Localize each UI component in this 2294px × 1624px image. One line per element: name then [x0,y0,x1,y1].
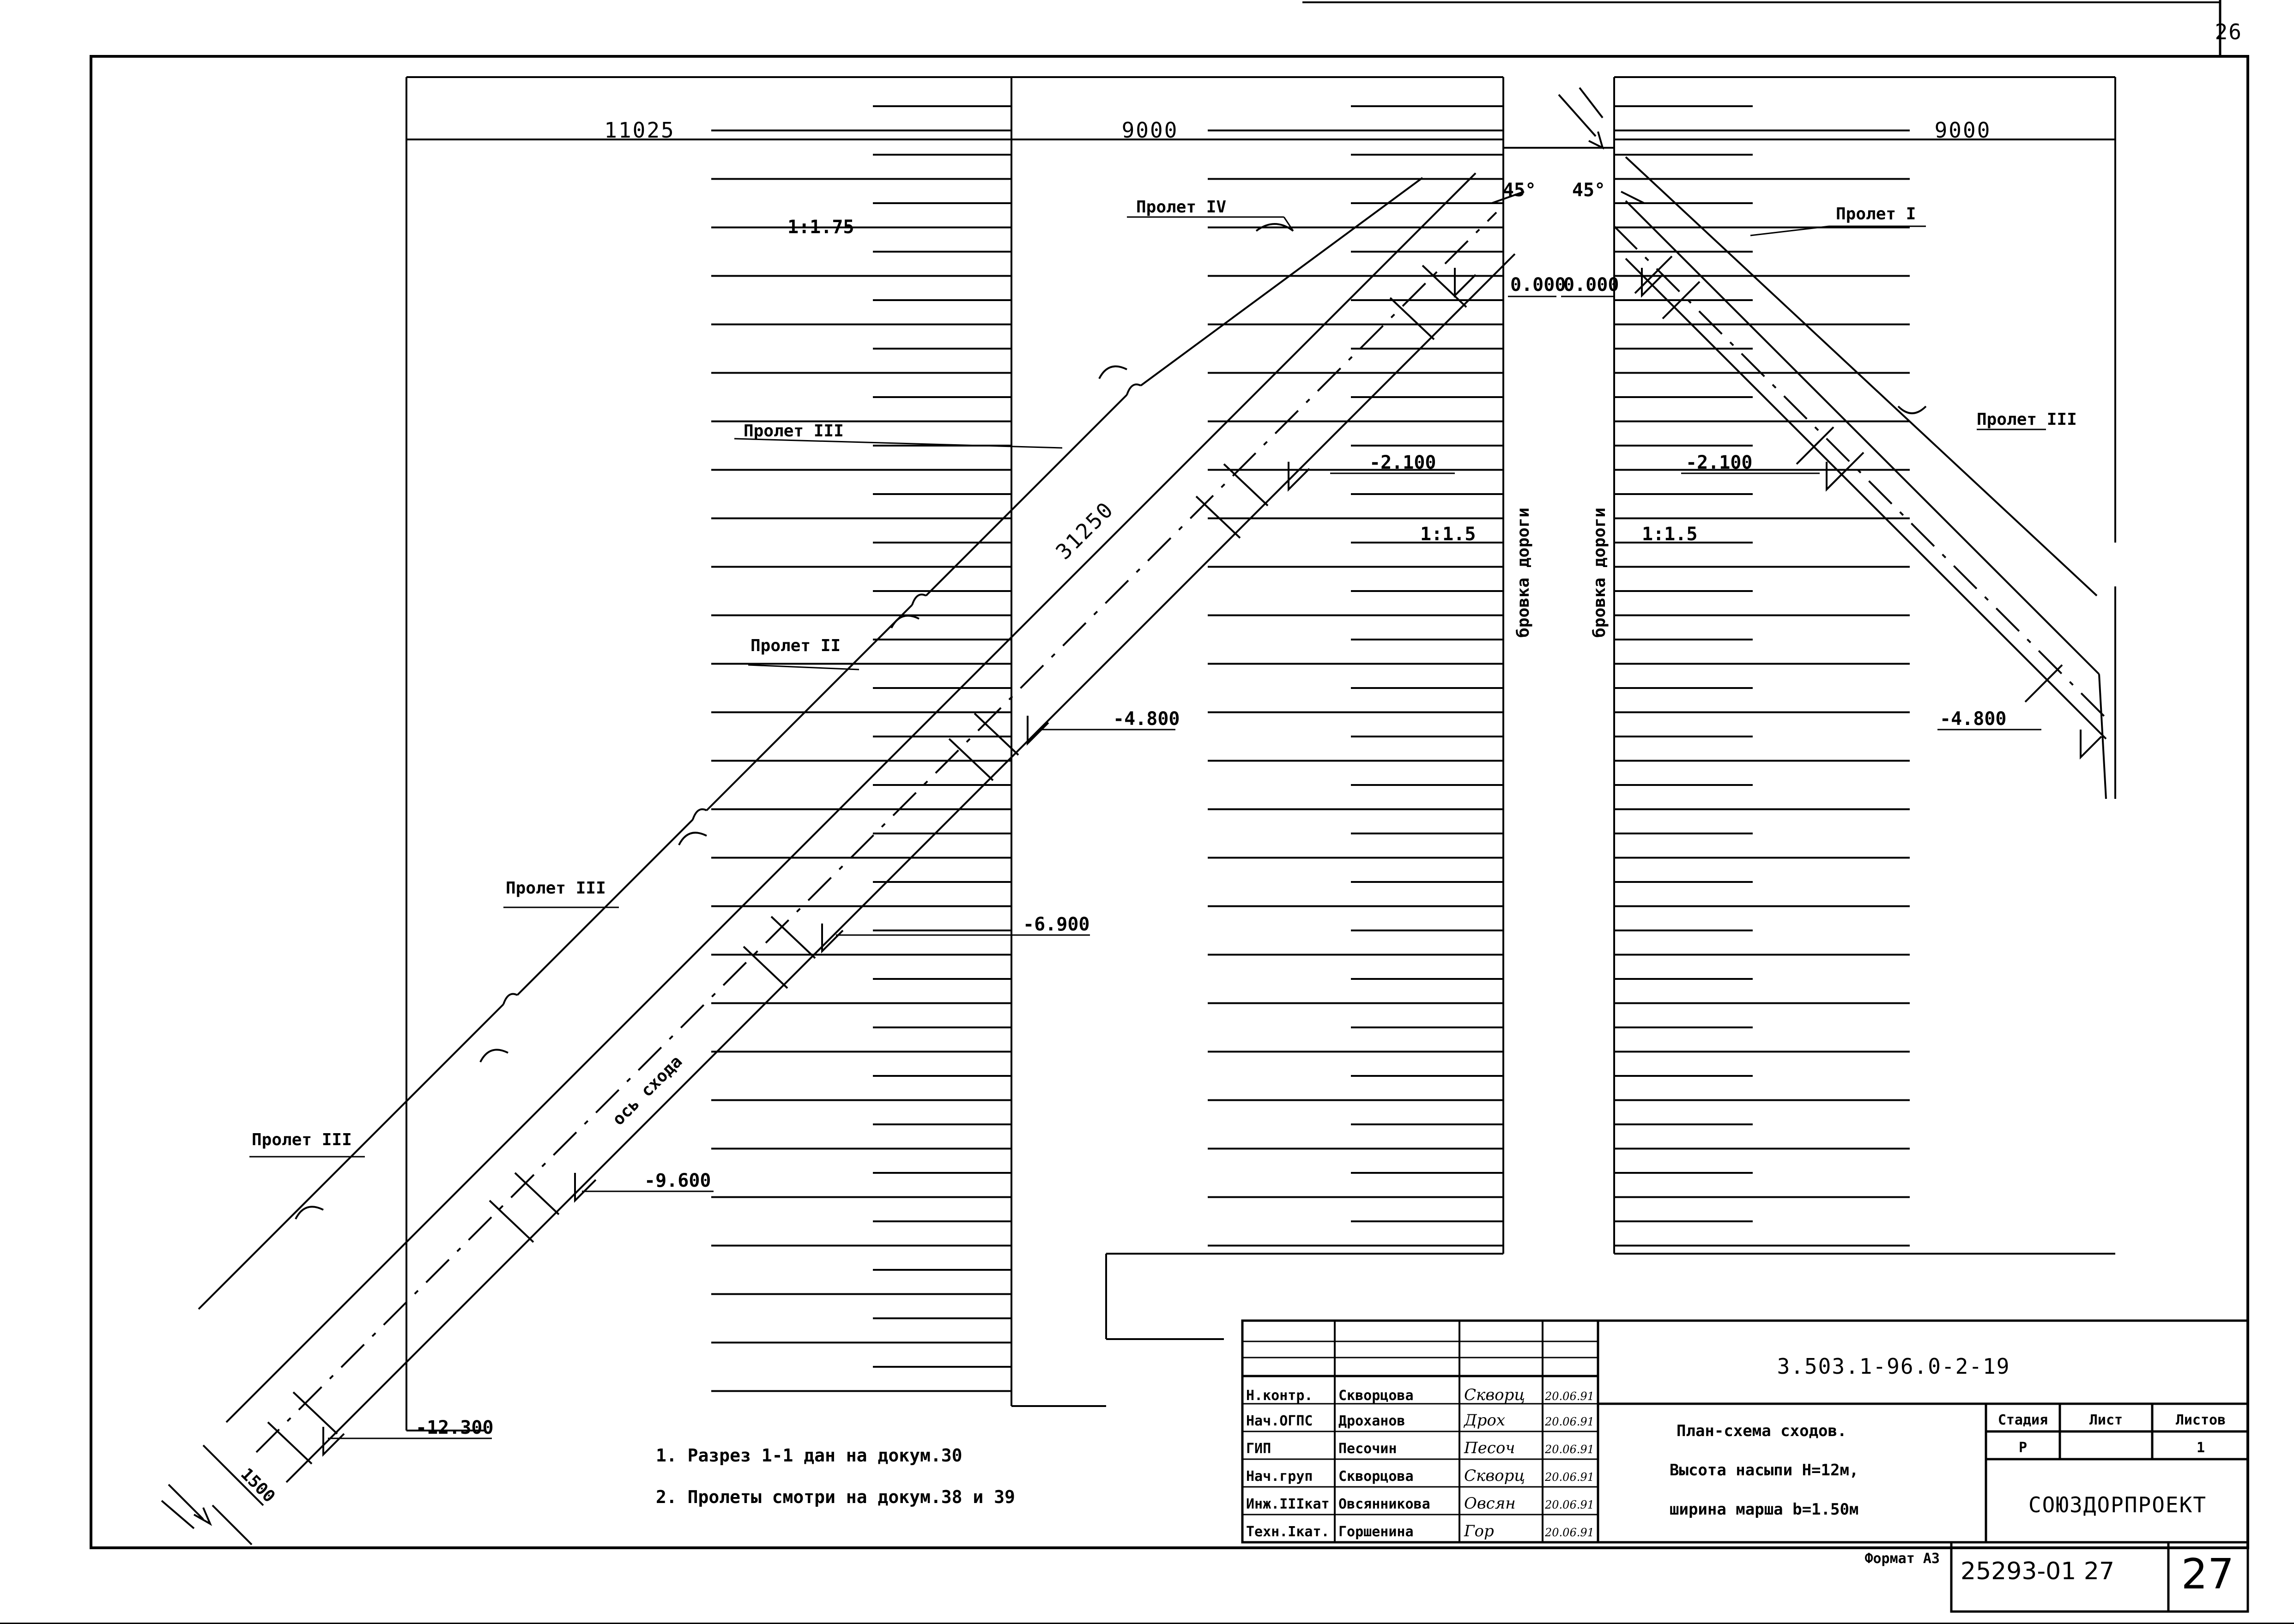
title-line-1: План-схема сходов. [1677,1422,1846,1440]
staff-date: 20.06.91 [1544,1498,1594,1511]
level-flag [574,1173,597,1203]
stair-flight-right [1613,200,2107,799]
level-flag [1826,462,1848,492]
staff-date: 20.06.91 [1544,1415,1594,1428]
span-iii-mid-label: Пролет III [506,879,606,898]
level-flag [1288,462,1310,492]
diag-length: 31250 [1051,496,1119,564]
staff-date: 20.06.91 [1544,1390,1594,1403]
staff-name: Скворцова [1338,1388,1414,1404]
staff-signature: Дрох [1463,1411,1505,1430]
level-r2: -4.800 [1940,708,2007,730]
staff-name: Дроханов [1338,1413,1405,1429]
level-l5: -12.300 [416,1417,494,1438]
level-l3: -6.900 [1023,914,1090,935]
level-l2: -4.800 [1113,708,1180,730]
staff-signature: Гор [1464,1522,1494,1540]
sheet-number-bottom: 27 [2181,1550,2234,1599]
staff-role: Н.контр. [1246,1388,1313,1404]
staff-name: Скворцова [1338,1468,1414,1485]
level-r1: -2.100 [1686,452,1753,473]
note-1: 1. Разрез 1-1 дан на докум.30 [656,1445,962,1466]
level-top-left: 0.000 [1510,274,1566,296]
organization: СОЮЗДОРПРОЕКТ [2028,1492,2207,1517]
staff-name: Овсянникова [1338,1496,1430,1512]
slope-left: 1:1.75 [787,217,854,238]
span-iv-label: Пролет IV [1136,198,1226,217]
staff-name: Горшенина [1338,1524,1414,1540]
level-flag [821,924,844,954]
span-i-label: Пролет I [1836,205,1916,223]
sheets-header: Листов [2176,1412,2226,1428]
span-iii-upper-label: Пролет III [744,422,844,441]
level-top-right: 0.000 [1563,274,1619,296]
staff-date: 20.06.91 [1544,1471,1594,1484]
road-edge-right: бровка дороги [1590,507,1609,638]
staff-role: Инж.IIIкат [1246,1496,1330,1512]
span-ii-label: Пролет II [751,636,841,655]
staff-date: 20.06.91 [1544,1526,1594,1539]
format-label: Формат А3 [1864,1551,1940,1567]
dimension-9000-right: 9000 [1935,118,1991,143]
staff-signature: Песоч [1464,1439,1515,1457]
staff-role: ГИП [1246,1441,1271,1457]
slope-hatching [711,105,1910,1392]
angle-right: 45° [1572,180,1605,201]
axis-label: ось схода [609,1052,686,1129]
sheet-header: Лист [2089,1412,2123,1428]
axis-marker-top [1491,87,1645,204]
staff-signature: Скворц [1464,1386,1525,1404]
span-leaders [249,216,2046,1158]
axis-marker-bottom [161,1484,212,1529]
staff-date: 20.06.91 [1544,1443,1594,1456]
doc-code: 3.503.1-96.0-2-19 [1777,1354,2010,1379]
stage-header: Стадия [1998,1412,2048,1428]
slope-mid-right: 1:1.5 [1642,524,1697,545]
slope-mid-left: 1:1.5 [1420,524,1476,545]
span-braces-right [1625,156,2098,597]
stage-value: Р [2019,1440,2027,1456]
level-flag [1454,268,1477,298]
level-flag [322,1427,345,1457]
level-l4: -9.600 [644,1170,711,1191]
level-leaders [328,296,2041,1439]
level-flag [2080,730,2102,760]
staff-role: Нач.ОГПС [1246,1413,1313,1429]
sheet-number-top: 26 [2215,19,2242,44]
span-braces-left [198,177,1423,1310]
archive-number: 25293-01 27 [1961,1558,2114,1585]
road-edge-left: бровка дороги [1514,507,1533,638]
span-iii-lower-label: Пролет III [252,1130,352,1149]
dimension-9000-middle: 9000 [1122,118,1179,143]
note-2: 2. Пролеты смотри на докум.38 и 39 [656,1487,1015,1507]
title-line-3: ширина марша b=1.50м [1670,1500,1858,1519]
staff-name: Песочин [1338,1441,1397,1457]
span-iii-right-label: Пролет III [1977,410,2077,429]
title-line-2: Высота насыпи Н=12м, [1670,1461,1858,1479]
sheets-value: 1 [2197,1440,2205,1456]
title-block [1241,1319,2249,1613]
plan-outline [406,76,2116,1431]
dimension-11025: 11025 [604,118,675,143]
staff-role: Техн.Iкат. [1246,1524,1330,1540]
staff-role: Нач.груп [1246,1468,1313,1485]
stair-flight-left [202,172,1516,1546]
staff-signature: Скворц [1464,1467,1525,1485]
staff-signature: Овсян [1464,1494,1516,1513]
level-flag [1641,268,1664,298]
angle-left: 45° [1503,180,1536,201]
level-l1: -2.100 [1369,452,1436,473]
